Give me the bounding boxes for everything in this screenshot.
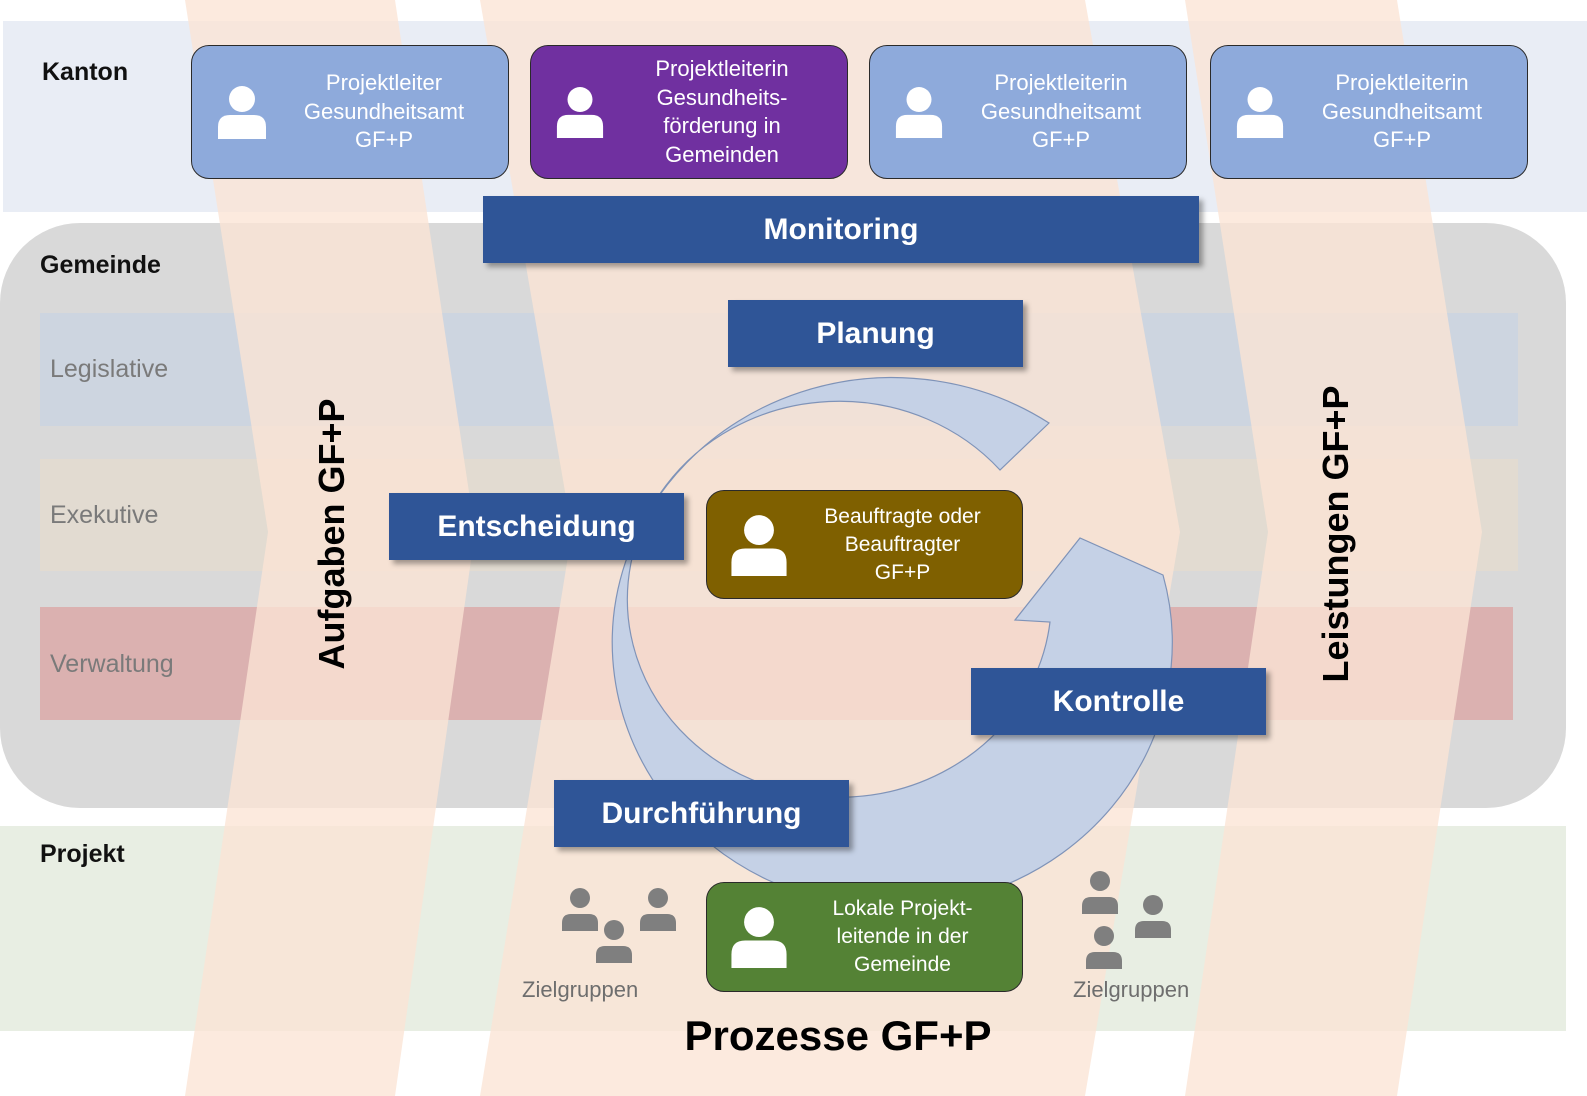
leistungen-label: Leistungen GF+P: [1315, 385, 1356, 683]
person-icon: [731, 514, 787, 576]
exekutive-label: Exekutive: [50, 501, 159, 529]
beauftragte-text: Beauftragte oder Beauftragter GF+P: [791, 503, 1022, 587]
entscheidung-step: Entscheidung: [389, 493, 684, 560]
role-box-projektleiterin-1: Projektleiterin Gesundheitsamt GF+P: [869, 45, 1187, 179]
planung-step: Planung: [728, 300, 1023, 367]
verwaltung-label: Verwaltung: [50, 650, 174, 678]
role-line: Lokale Projekt-: [832, 897, 973, 920]
zielgruppen-right-icon: [1082, 871, 1171, 969]
role-line: förderung in: [663, 113, 781, 138]
kontrolle-step: Kontrolle: [971, 668, 1266, 735]
gemeinde-label: Gemeinde: [40, 251, 161, 279]
role-box-projektleiter: Projektleiter Gesundheitsamt GF+P: [191, 45, 509, 179]
role-line: Gesundheits-: [656, 84, 788, 110]
projekt-label: Projekt: [40, 840, 125, 868]
role-text: Projektleiterin Gesundheits- förderung i…: [605, 55, 847, 169]
role-line: GF+P: [354, 127, 414, 153]
role-text: Projektleiterin Gesundheitsamt GF+P: [1285, 69, 1527, 155]
lokale-text: Lokale Projekt- leitende in der Gemeinde: [791, 895, 1022, 979]
role-box-projektleiterin-2: Projektleiterin Gesundheitsamt GF+P: [1210, 45, 1528, 179]
role-line: Projektleiterin: [994, 70, 1128, 96]
role-line: leitende in der: [836, 925, 969, 948]
role-line: Gemeinden: [665, 141, 779, 167]
beauftragte-box: Beauftragte oder Beauftragter GF+P: [706, 490, 1023, 599]
zielgruppen-right-label: Zielgruppen: [1073, 977, 1190, 1002]
zielgruppen-left-icon: [562, 888, 676, 963]
role-line: Projektleiter: [325, 70, 443, 96]
role-line: Gesundheitsamt: [980, 98, 1142, 124]
person-icon: [1236, 87, 1284, 138]
role-line: Gesundheitsamt: [1321, 98, 1483, 124]
role-text: Projektleiter Gesundheitsamt GF+P: [268, 69, 508, 155]
role-text: Projektleiterin Gesundheitsamt GF+P: [944, 69, 1186, 155]
role-line: Gemeinde: [854, 953, 951, 976]
role-line: GF+P: [1372, 127, 1432, 153]
person-icon: [556, 87, 604, 138]
role-line: Beauftragte oder: [824, 504, 981, 528]
legislative-label: Legislative: [50, 355, 169, 383]
role-line: GF+P: [874, 560, 931, 584]
role-line: Projektleiterin: [655, 56, 789, 81]
monitoring-bar: Monitoring: [483, 196, 1199, 263]
zielgruppen-left-label: Zielgruppen: [522, 977, 639, 1002]
person-icon: [895, 87, 943, 138]
lokale-projektleitende-box: Lokale Projekt- leitende in der Gemeinde: [706, 882, 1023, 992]
person-icon: [218, 86, 266, 139]
role-line: Gesundheitsamt: [303, 98, 465, 124]
kanton-label: Kanton: [42, 58, 129, 86]
person-icon: [731, 907, 787, 968]
role-line: Beauftragter: [844, 532, 961, 556]
aufgaben-label: Aufgaben GF+P: [311, 398, 352, 670]
role-line: Projektleiterin: [1335, 70, 1469, 96]
aufgaben-chevron: [185, 0, 475, 1096]
durchfuehrung-step: Durchführung: [554, 780, 849, 847]
role-box-gesundheitsfoerderung: Projektleiterin Gesundheits- förderung i…: [530, 45, 848, 179]
prozesse-title: Prozesse GF+P: [684, 1012, 992, 1059]
role-line: GF+P: [1031, 127, 1091, 153]
leistungen-chevron: [1185, 0, 1482, 1096]
